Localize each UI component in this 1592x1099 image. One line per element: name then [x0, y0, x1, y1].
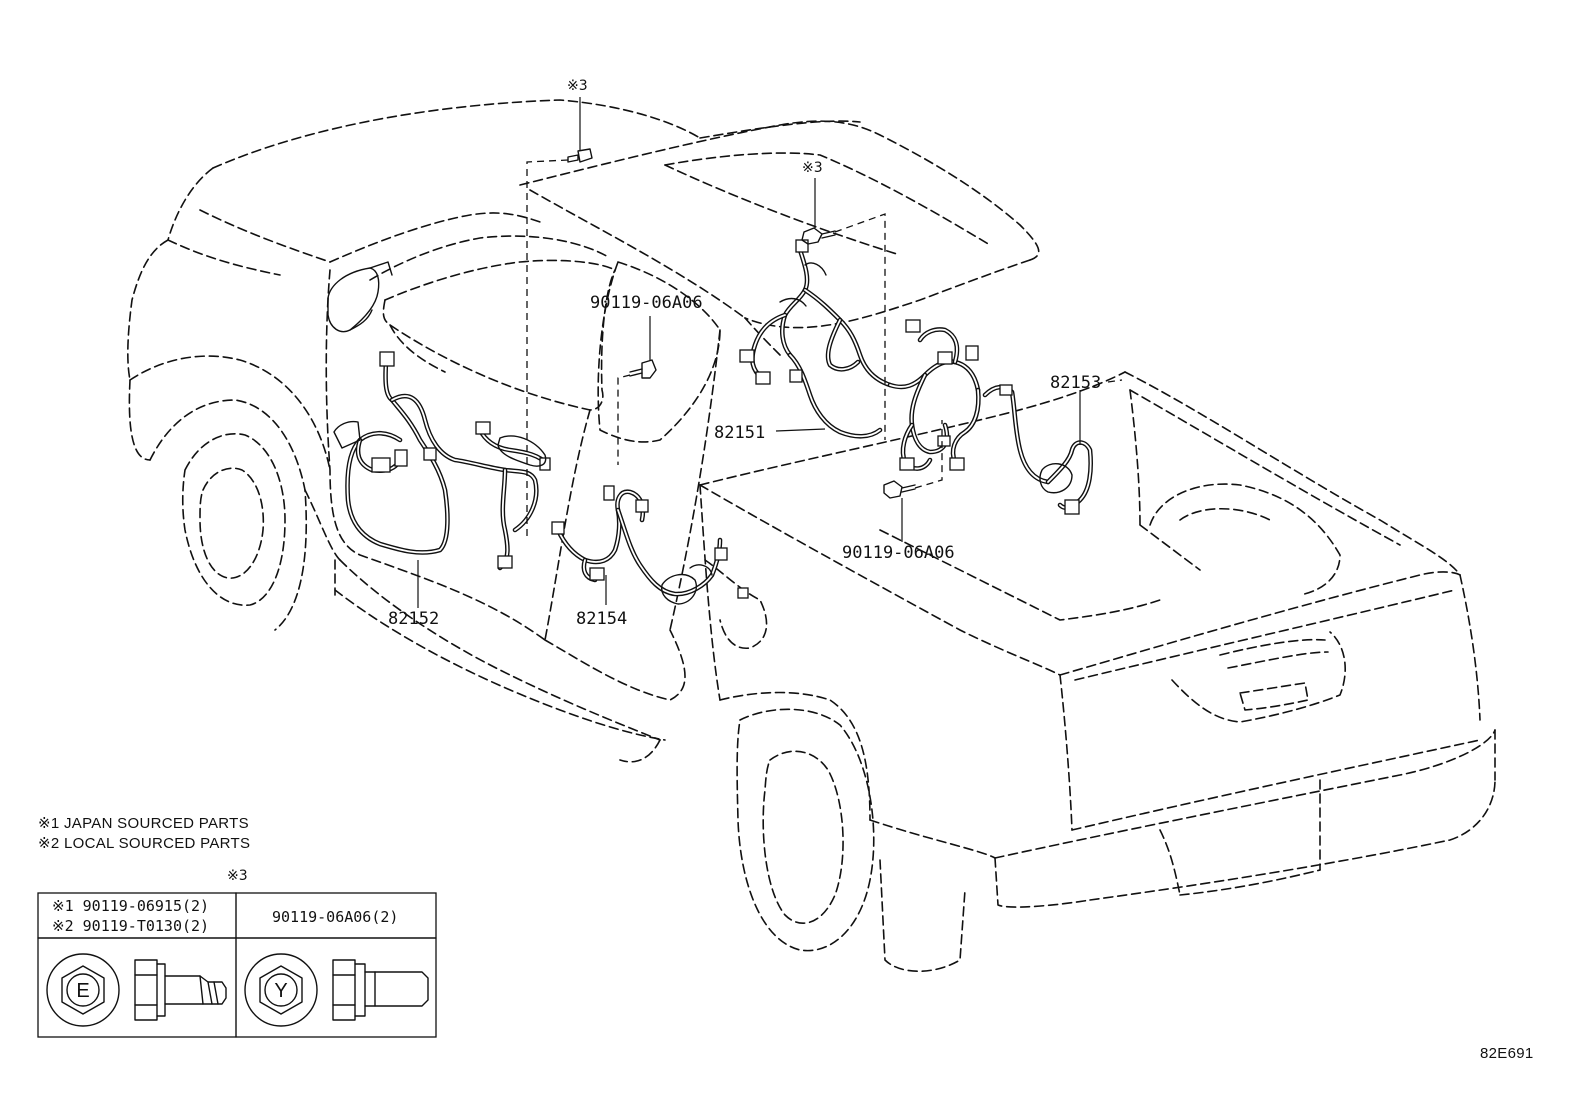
leader-lines: [417, 97, 1123, 608]
table-left-line1: ※1 90119-06915(2): [52, 897, 209, 915]
bolt-side-right-icon: [332, 959, 429, 1021]
table-right-header: 90119-06A06(2): [272, 908, 398, 926]
harness-82153: [982, 384, 1093, 515]
side-mirror: [327, 261, 393, 333]
vehicle-outline: [127, 99, 1496, 973]
harness-82152: [333, 351, 551, 571]
table-left-line2: ※2 90119-T0130(2): [52, 917, 209, 935]
marker-top-left: ※3: [567, 78, 588, 94]
harness-82154: [551, 485, 749, 605]
label-82154: 82154: [576, 609, 627, 629]
harness-82151: [739, 239, 981, 471]
marker-top-right: ※3: [802, 160, 823, 176]
label-82153: 82153: [1050, 373, 1101, 393]
bolt-head-e-icon: E: [46, 953, 120, 1027]
bolt-lower: [883, 480, 916, 499]
note-japan-sourced: ※1 JAPAN SOURCED PARTS: [38, 815, 249, 832]
note-local-sourced: ※2 LOCAL SOURCED PARTS: [38, 835, 250, 852]
bolt-head-y-letter: Y: [274, 980, 287, 1002]
label-bolt-lower: 90119-06A06: [842, 543, 955, 563]
label-82152: 82152: [388, 609, 439, 629]
notes: ※1 JAPAN SOURCED PARTS ※2 LOCAL SOURCED …: [38, 815, 250, 852]
part-labels: ※3 ※3 90119-06A06 82151 82152 82154 8215…: [388, 78, 1101, 629]
bolt-head-y-icon: Y: [244, 953, 318, 1027]
bolt-upper: [629, 359, 657, 379]
label-82151: 82151: [714, 423, 765, 443]
bolt-side-left-icon: [134, 959, 227, 1021]
bolt-table: ※3 ※1 90119-06915(2) ※2 90119-T0130(2) 9…: [37, 868, 437, 1038]
marker-table: ※3: [227, 868, 248, 884]
reference-code: 82E691: [1480, 1045, 1534, 1062]
bolt-head-e-letter: E: [76, 980, 89, 1002]
bolt-top-left: [567, 148, 593, 163]
label-bolt-upper: 90119-06A06: [590, 293, 703, 313]
bolt-top-right: [801, 227, 836, 245]
